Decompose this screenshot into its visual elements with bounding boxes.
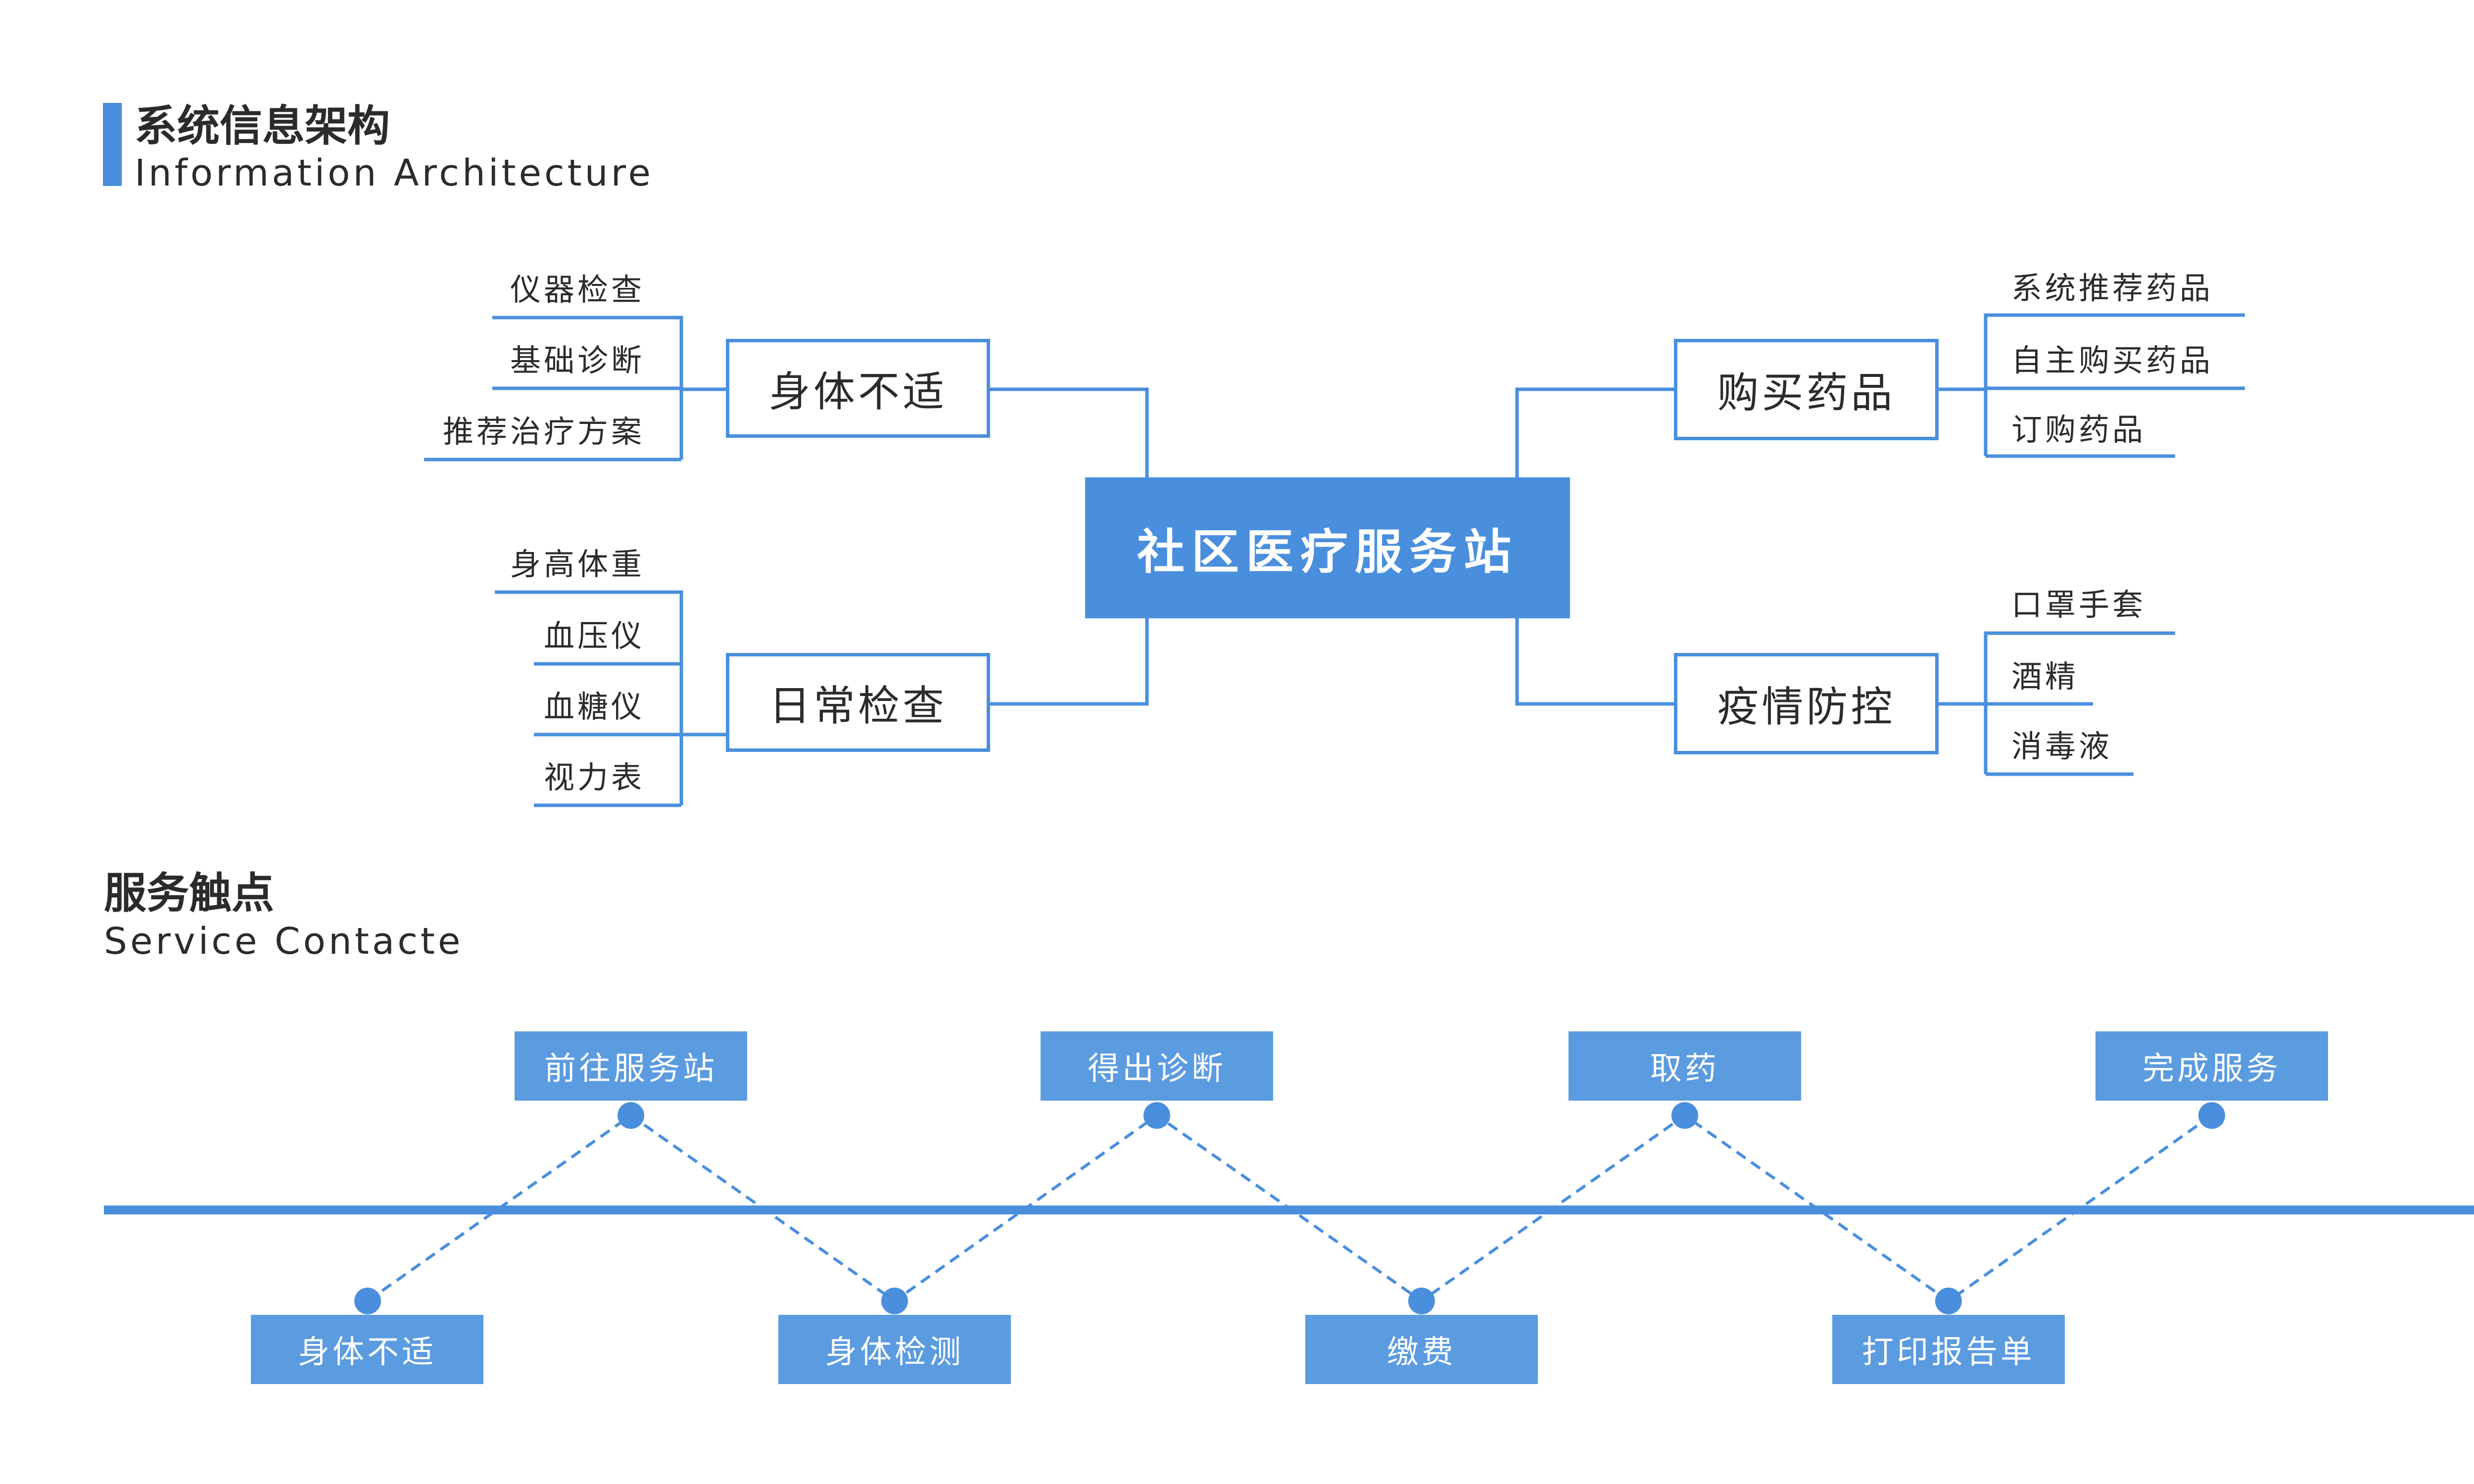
leaf-self-purchase-medicine: 自主购买药品 (2011, 342, 2214, 378)
leaf-alcohol: 酒精 (2011, 658, 2079, 695)
flow-dot (2198, 1102, 2225, 1129)
leaf-system-recommended-medicine: 系统推荐药品 (2011, 270, 2214, 306)
section-accent-bar (103, 103, 122, 186)
flow-step-box: 得出诊断 (1041, 1031, 1273, 1101)
connector-center-top-left (990, 387, 1149, 479)
leaf-blood-glucose: 血糖仪 (543, 689, 645, 725)
leaf-lines-right-bottom (1939, 631, 2175, 776)
leaf-vision-chart: 视力表 (543, 759, 645, 795)
flow-step-box: 身体检测 (778, 1315, 1011, 1384)
flow-dot (354, 1288, 381, 1314)
connector-center-bottom-left (990, 618, 1149, 706)
section-subtitle-service-touchpoints: Service Contacte (104, 920, 464, 963)
flow-dot (1408, 1288, 1435, 1314)
flow-step-box: 前往服务站 (515, 1031, 747, 1101)
leaf-lines-left-top (424, 316, 729, 462)
mindmap-connectors (424, 313, 2245, 807)
leaf-order-medicine: 订购药品 (2011, 412, 2146, 448)
leaf-lines-left-bottom (495, 590, 729, 807)
leaf-blood-pressure: 血压仪 (543, 618, 645, 654)
leaf-height-weight: 身高体重 (510, 546, 645, 582)
section-subtitle-architecture: Information Architecture (135, 152, 654, 194)
leaf-mask-gloves: 口罩手套 (2011, 587, 2146, 623)
leaf-instrument-check: 仪器检查 (510, 272, 645, 308)
flow-dots (354, 1102, 2225, 1314)
branch-node-physical-discomfort: 身体不适 (726, 339, 990, 438)
flow-step-box: 身体不适 (251, 1315, 483, 1384)
leaf-disinfectant: 消毒液 (2011, 728, 2113, 764)
leaf-lines-right-top (1939, 313, 2245, 458)
branch-node-epidemic-prevention: 疫情防控 (1674, 653, 1939, 754)
flow-dot (1143, 1102, 1170, 1129)
connector-center-top-right (1515, 387, 1677, 479)
leaf-basic-diagnosis: 基础诊断 (510, 342, 645, 378)
branch-node-daily-check: 日常检查 (726, 653, 990, 752)
leaf-recommended-treatment: 推荐治疗方案 (442, 414, 645, 450)
section-title-architecture: 系统信息架构 (135, 101, 390, 151)
flow-dot (881, 1288, 908, 1314)
connector-center-bottom-right (1515, 618, 1677, 706)
section-title-service-touchpoints: 服务触点 (104, 869, 274, 918)
flow-step-box: 打印报告单 (1832, 1315, 2065, 1384)
flow-step-box: 取药 (1569, 1031, 1801, 1101)
mindmap-center-node: 社区医疗服务站 (1085, 477, 1570, 618)
flow-dot (618, 1102, 644, 1129)
timeline-zigzag (367, 1113, 2213, 1303)
branch-node-buy-medicine: 购买药品 (1674, 339, 1939, 440)
flow-dot (1671, 1102, 1698, 1129)
flow-step-box: 缴费 (1305, 1315, 1538, 1384)
flow-dot (1935, 1288, 1962, 1314)
flow-step-box: 完成服务 (2095, 1031, 2328, 1101)
timeline (104, 1102, 2474, 1314)
timeline-axis (104, 1206, 2474, 1214)
